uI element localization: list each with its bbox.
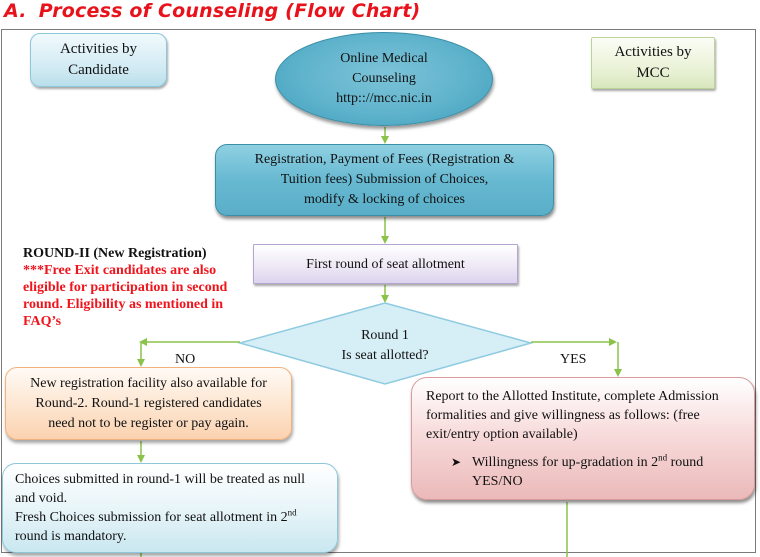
report-to-institute-node: Report to the Allotted Institute, comple… [411, 377, 755, 500]
registration-line-3: modify & locking of choices [304, 192, 465, 207]
new-registration-line-2: Round-2. Round-1 registered candidates [35, 395, 262, 411]
decision-text: Round 1 Is seat allotted? [300, 326, 470, 366]
decision-line-1: Round 1 [361, 328, 409, 343]
yes-branch-label: YES [560, 352, 587, 367]
candidate-header-line-1: Activities by [59, 41, 138, 57]
first-round-allotment-node: First round of seat allotment [253, 244, 518, 284]
round-two-note: ROUND-II (New Registration) ***Free Exit… [23, 245, 238, 330]
willingness-text: Willingness for up-gradation in 2nd roun… [472, 453, 744, 491]
willingness-text-pre: Willingness for up-gradation in 2 [472, 455, 659, 470]
fresh-choices-text-pre: Fresh Choices submission for seat allotm… [15, 510, 288, 525]
new-registration-line-1: New registration facility also available… [30, 375, 267, 391]
choices-null-void-node: Choices submitted in round-1 will be tre… [2, 463, 338, 553]
fresh-choices-text: Fresh Choices submission for seat allotm… [15, 508, 325, 546]
decision-line-2: Is seat allotted? [341, 348, 429, 363]
round-two-heading: ROUND-II (New Registration) [23, 246, 207, 261]
page-title: A. Process of Counseling (Flow Chart) [4, 0, 420, 26]
free-exit-note: ***Free Exit candidates are also eligibl… [23, 263, 228, 329]
candidate-activities-header: Activities by Candidate [30, 33, 167, 87]
new-registration-node: New registration facility also available… [5, 367, 292, 440]
flowchart-frame [1, 29, 756, 553]
section-prefix: A. [4, 0, 27, 22]
willingness-text-post: round YES/NO [472, 455, 704, 489]
registration-line-1: Registration, Payment of Fees (Registrat… [254, 152, 515, 167]
no-branch-label: NO [175, 352, 196, 367]
registration-node: Registration, Payment of Fees (Registrat… [215, 144, 554, 216]
ordinal-suffix: nd [287, 507, 297, 518]
ordinal-suffix: nd [658, 452, 668, 463]
registration-line-2: Tuition fees) Submission of Choices, [280, 172, 489, 187]
report-text: Report to the Allotted Institute, comple… [426, 389, 719, 442]
online-counseling-start-node: Online Medical Counseling http:://mcc.ni… [275, 32, 493, 126]
online-node-line-2: Counseling [352, 71, 416, 86]
first-round-label: First round of seat allotment [306, 256, 465, 272]
online-node-line-1: Online Medical [340, 51, 428, 66]
arrowhead-bullet-icon: ➤ [451, 455, 462, 469]
fresh-choices-text-post: round is mandatory. [15, 529, 127, 544]
section-title-text: Process of Counseling (Flow Chart) [38, 0, 421, 22]
willingness-bullet: ➤ Willingness for up-gradation in 2nd ro… [426, 453, 744, 491]
mcc-activities-header: Activities by MCC [591, 37, 715, 89]
mcc-header-line-2: MCC [636, 65, 670, 81]
new-registration-line-3: need not to be register or pay again. [48, 415, 249, 431]
candidate-header-line-2: Candidate [68, 62, 129, 78]
choices-null-text: Choices submitted in round-1 will be tre… [15, 472, 306, 506]
mcc-header-line-1: Activities by [614, 44, 692, 60]
online-node-url: http:://mcc.nic.in [336, 91, 432, 106]
